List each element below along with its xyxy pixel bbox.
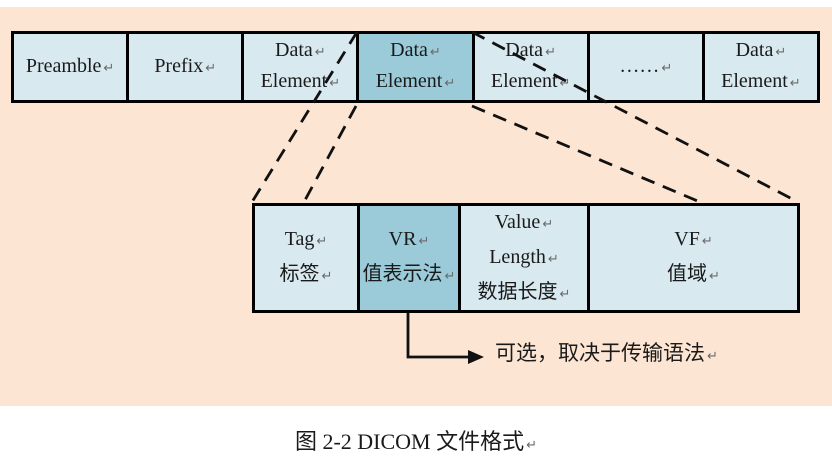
cell-vf: VF↵ 值域↵	[587, 206, 797, 310]
cell-label: Element↵	[721, 70, 801, 92]
cell-label: Preamble↵	[25, 54, 115, 77]
return-mark-icon: ↵	[545, 45, 556, 60]
cell-label: VF↵	[674, 228, 713, 250]
cell-ellipsis: ……↵	[586, 34, 702, 100]
return-mark-icon: ↵	[661, 60, 673, 76]
cell-data-element-highlighted: Data↵ Element↵	[356, 34, 472, 100]
return-mark-icon: ↵	[329, 76, 341, 91]
return-mark-icon: ↵	[542, 216, 554, 232]
cell-data-element-2: Data↵ Element↵	[471, 34, 587, 100]
cell-label: VR↵	[388, 228, 430, 250]
cell-label: 数据长度↵	[477, 280, 571, 303]
return-mark-icon: ↵	[701, 234, 713, 249]
return-mark-icon: ↵	[789, 76, 801, 91]
return-mark-icon: ↵	[444, 76, 456, 91]
return-mark-icon: ↵	[103, 60, 115, 76]
cell-label: Length↵	[489, 245, 559, 268]
figure-caption: 图 2-2 DICOM 文件格式↵	[0, 429, 832, 459]
cell-label: 值域↵	[667, 263, 720, 285]
cell-label: Data↵	[735, 39, 787, 61]
optional-note: 可选，取决于传输语法↵	[495, 341, 718, 365]
cell-label: Prefix↵	[154, 54, 217, 77]
cell-prefix: Prefix↵	[126, 34, 242, 100]
cell-vr: VR↵ 值表示法↵	[357, 206, 458, 310]
return-mark-icon: ↵	[205, 60, 217, 76]
cell-data-element-3: Data↵ Element↵	[701, 34, 817, 100]
return-mark-icon: ↵	[707, 349, 718, 364]
return-mark-icon: ↵	[444, 269, 456, 284]
return-mark-icon: ↵	[321, 269, 333, 284]
cell-label: Data↵	[505, 39, 556, 61]
return-mark-icon: ↵	[314, 45, 326, 60]
cell-label: Element↵	[490, 70, 571, 92]
cell-value-length: Value↵ Length↵ 数据长度↵	[458, 206, 587, 310]
return-mark-icon: ↵	[316, 234, 328, 249]
cell-data-element-1: Data↵ Element↵	[241, 34, 357, 100]
return-mark-icon: ↵	[559, 286, 571, 302]
return-mark-icon: ↵	[559, 76, 571, 91]
cell-tag: Tag↵ 标签↵	[255, 206, 357, 310]
cell-label: ……↵	[619, 54, 673, 77]
return-mark-icon: ↵	[429, 45, 441, 60]
cell-label: 值表示法↵	[362, 263, 456, 285]
return-mark-icon: ↵	[709, 269, 720, 284]
return-mark-icon: ↵	[418, 234, 430, 249]
return-mark-icon: ↵	[547, 251, 559, 267]
cell-label: Tag↵	[284, 228, 328, 250]
data-element-detail-row: Tag↵ 标签↵ VR↵ 值表示法↵ Value↵ Length↵ 数据长度↵ …	[252, 203, 800, 313]
return-mark-icon: ↵	[526, 438, 538, 453]
cell-label: 标签↵	[279, 263, 333, 285]
cell-label: Data↵	[275, 39, 326, 61]
dicom-file-structure-row: Preamble↵ Prefix↵ Data↵ Element↵ Data↵ E…	[11, 31, 820, 103]
cell-label: Value↵	[494, 210, 554, 233]
cell-label: Element↵	[375, 70, 456, 92]
cell-label: Element↵	[260, 70, 341, 92]
cell-preamble: Preamble↵	[14, 34, 127, 100]
cell-label: Data↵	[390, 39, 441, 61]
return-mark-icon: ↵	[775, 45, 787, 60]
